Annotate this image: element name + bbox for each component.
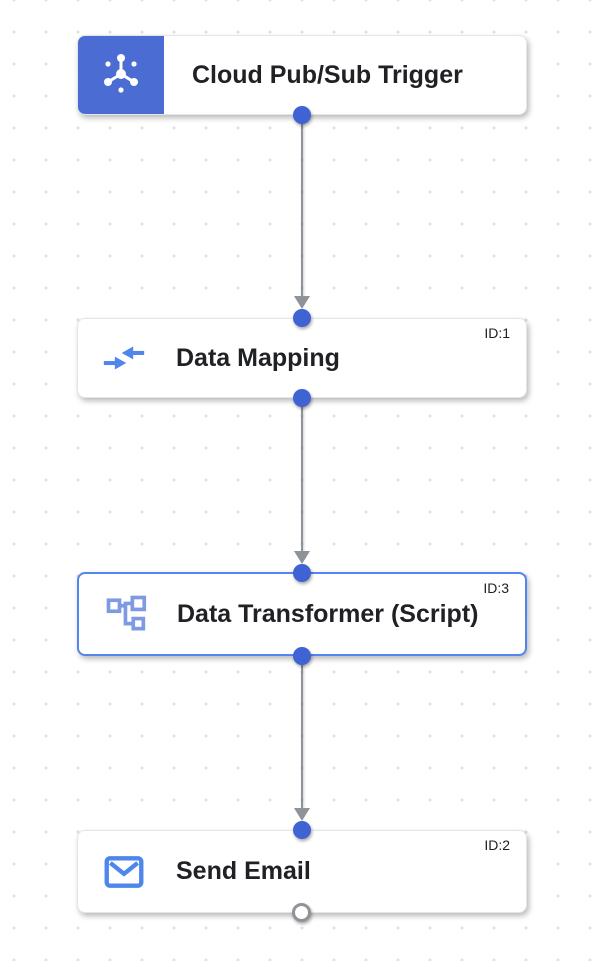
edge-line	[301, 115, 303, 298]
node-cloud-pubsub-trigger[interactable]: Cloud Pub/Sub Trigger	[77, 35, 527, 115]
port-email-output-open[interactable]	[292, 903, 311, 922]
port-trigger-output[interactable]	[293, 106, 311, 124]
port-mapping-input[interactable]	[293, 309, 311, 327]
data-mapping-icon	[102, 334, 146, 382]
node-title: Data Mapping	[176, 343, 340, 372]
data-transformer-icon	[103, 590, 147, 638]
edge-arrowhead-icon	[294, 808, 310, 821]
pubsub-trigger-icon	[97, 49, 145, 102]
port-mapping-output[interactable]	[293, 389, 311, 407]
edge-arrowhead-icon	[294, 296, 310, 309]
port-transformer-input[interactable]	[293, 564, 311, 582]
node-data-transformer-script[interactable]: ID:3 Data Transformer (Script)	[77, 572, 527, 656]
edge-line	[301, 398, 303, 551]
node-title: Data Transformer (Script)	[177, 599, 479, 628]
port-email-input[interactable]	[293, 821, 311, 839]
send-email-icon	[102, 848, 146, 896]
node-data-mapping[interactable]: ID:1 Data Mapping	[77, 318, 527, 398]
node-id-badge: ID:2	[484, 837, 510, 853]
node-send-email[interactable]: ID:2 Send Email	[77, 830, 527, 913]
node-id-badge: ID:1	[484, 325, 510, 341]
node-title: Send Email	[176, 857, 311, 885]
node-id-badge: ID:3	[483, 580, 509, 596]
edge-arrowhead-icon	[294, 551, 310, 564]
node-title: Cloud Pub/Sub Trigger	[192, 60, 463, 89]
edge-line	[301, 656, 303, 808]
trigger-header	[78, 36, 164, 114]
port-transformer-output[interactable]	[293, 647, 311, 665]
